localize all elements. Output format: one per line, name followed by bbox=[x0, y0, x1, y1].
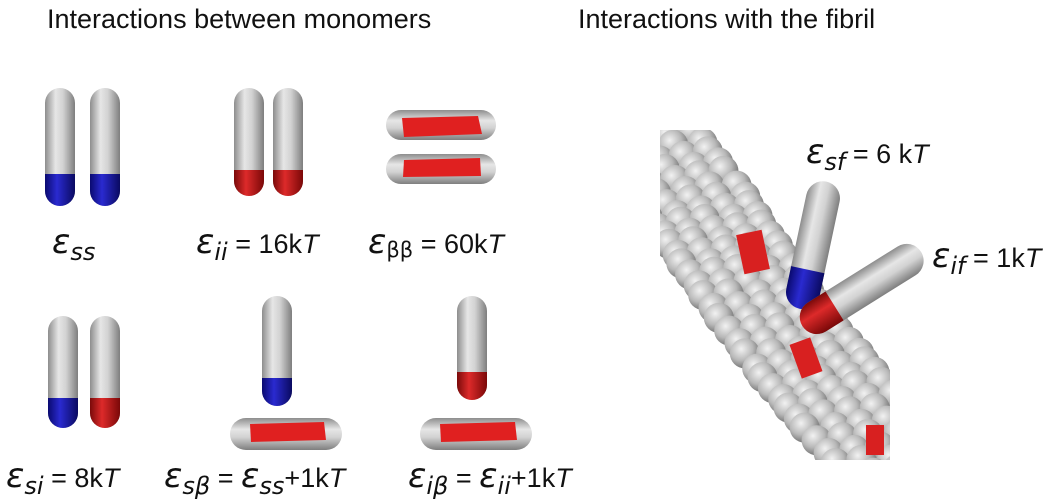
equals-sign: = bbox=[43, 463, 75, 493]
epsilon-symbol: ε bbox=[196, 222, 215, 262]
fibril-sphere bbox=[820, 448, 851, 460]
equals-sign: = bbox=[413, 229, 444, 259]
value-ib: 1k bbox=[526, 463, 556, 493]
unit-t: T bbox=[302, 229, 319, 259]
subscript-ii: ii bbox=[214, 238, 228, 266]
equals-sign: = bbox=[965, 243, 997, 273]
subscript-ss-rhs: ss bbox=[259, 472, 285, 500]
fibril-sphere bbox=[620, 150, 650, 180]
fibril-sphere bbox=[886, 455, 916, 485]
rod-pair-ii bbox=[234, 88, 303, 196]
plus-sign: + bbox=[510, 463, 527, 493]
fibril-sphere bbox=[909, 415, 939, 445]
epsilon-symbol: ε bbox=[52, 222, 71, 262]
unit-t: T bbox=[102, 463, 120, 493]
epsilon-symbol: ε bbox=[164, 456, 183, 496]
subscript-ss: ss bbox=[70, 238, 96, 266]
value-si: 8k bbox=[74, 463, 103, 493]
fibril-sphere bbox=[865, 457, 882, 460]
rod-pair-si bbox=[48, 316, 120, 428]
fibril-sphere bbox=[887, 456, 917, 486]
fibril-sphere bbox=[890, 392, 920, 422]
fibril bbox=[601, 130, 939, 501]
subscript-bb: ββ bbox=[386, 238, 414, 262]
value-sb: 1k bbox=[300, 463, 329, 493]
epsilon-symbol: ε bbox=[932, 236, 951, 276]
label-eps-sf: εsf = 6 kT bbox=[806, 132, 929, 176]
epsilon-symbol: ε bbox=[479, 456, 498, 496]
equals-sign: = bbox=[448, 463, 480, 493]
epsilon-symbol: ε bbox=[806, 132, 825, 172]
fibril-sphere bbox=[888, 458, 890, 460]
epsilon-symbol: ε bbox=[6, 456, 25, 496]
label-eps-bb: εββ = 60kT bbox=[368, 222, 504, 262]
epsilon-symbol: ε bbox=[408, 456, 427, 496]
epsilon-symbol: ε bbox=[241, 456, 260, 496]
unit-t: T bbox=[1024, 243, 1042, 273]
fibril-sphere bbox=[833, 461, 863, 491]
fibril-sphere bbox=[897, 403, 927, 433]
fibril-sphere bbox=[660, 139, 664, 160]
value-if: 1k bbox=[996, 243, 1025, 273]
subscript-sb: sβ bbox=[182, 472, 211, 500]
subscript-if: if bbox=[950, 252, 966, 280]
label-eps-si: εsi = 8kT bbox=[6, 456, 120, 500]
label-eps-if: εif = 1kT bbox=[932, 236, 1042, 280]
heading-monomers: Interactions between monomers bbox=[47, 4, 432, 34]
fibril-sphere bbox=[886, 456, 890, 460]
rod-pair-s-beta bbox=[230, 296, 342, 450]
rod-pair-beta-beta bbox=[386, 110, 496, 184]
label-eps-ib: εiβ = εii+1kT bbox=[408, 456, 572, 500]
unit-t: T bbox=[912, 139, 929, 169]
fibril-sphere bbox=[627, 194, 657, 224]
label-eps-sb: εsβ = εss+1kT bbox=[164, 456, 346, 500]
fibril-sphere bbox=[625, 159, 655, 189]
value-sf: 6 k bbox=[876, 139, 913, 169]
subscript-si: si bbox=[24, 472, 44, 500]
equals-sign: = bbox=[210, 463, 241, 493]
equals-sign: = bbox=[227, 229, 259, 259]
fibril-sphere bbox=[891, 429, 921, 459]
rod-pair-i-beta bbox=[420, 296, 532, 450]
fibril-sphere bbox=[601, 163, 631, 193]
fibril-rod-if bbox=[799, 243, 924, 335]
subscript-ib: iβ bbox=[426, 472, 449, 500]
unit-t: T bbox=[328, 463, 346, 493]
fibril-sphere bbox=[617, 183, 647, 213]
rod-pair-ss bbox=[45, 88, 120, 206]
plus-sign: + bbox=[284, 463, 301, 493]
subscript-ii-rhs: ii bbox=[497, 472, 511, 500]
epsilon-symbol: ε bbox=[368, 222, 387, 262]
subscript-sf: sf bbox=[824, 148, 846, 176]
heading-fibril: Interactions with the fibril bbox=[578, 4, 876, 34]
fibril-sphere bbox=[612, 174, 642, 204]
fibril-sphere bbox=[840, 471, 870, 501]
equals-sign: = bbox=[845, 139, 877, 169]
unit-t: T bbox=[555, 463, 572, 493]
value-bb: 60k bbox=[443, 229, 488, 259]
value-ii: 16k bbox=[258, 229, 303, 259]
label-eps-ss: εss bbox=[52, 222, 95, 266]
unit-t: T bbox=[487, 229, 505, 259]
fibril-sphere bbox=[660, 208, 663, 226]
fibril-sphere bbox=[887, 457, 890, 460]
label-eps-ii: εii = 16kT bbox=[196, 222, 319, 266]
